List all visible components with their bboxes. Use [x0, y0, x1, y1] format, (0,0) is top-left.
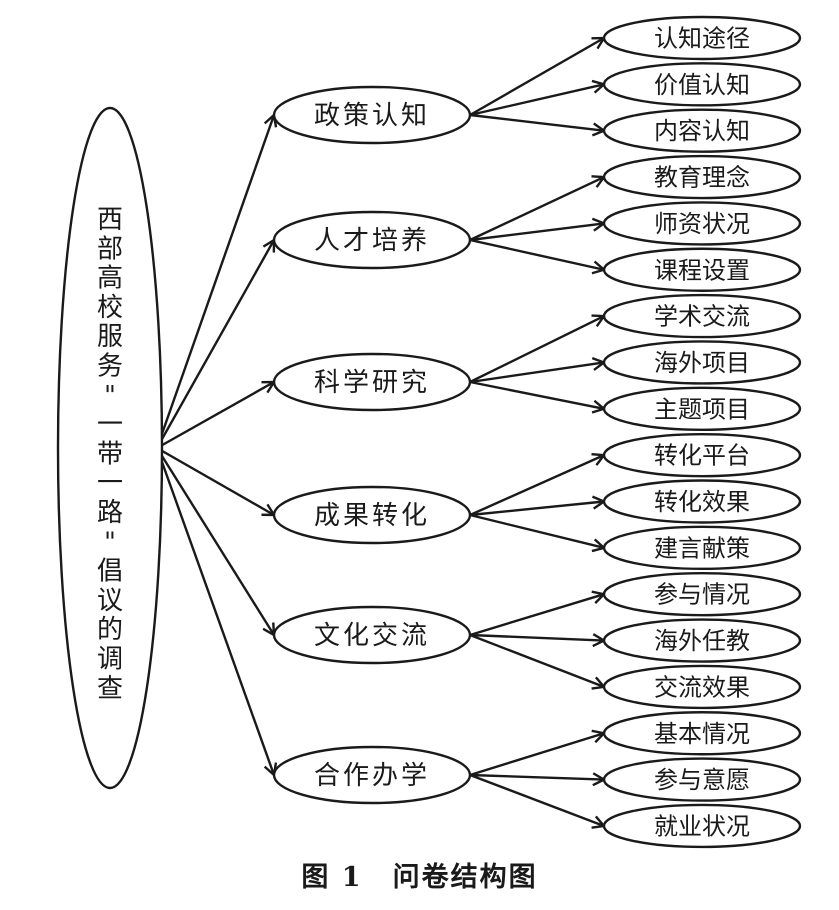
category-label: 政策认知 [314, 101, 430, 131]
root-label-char: 倡 [97, 557, 123, 587]
edge-category-to-item [469, 362, 604, 384]
edge-root-to-category [155, 240, 274, 449]
edge-category-to-item [469, 84, 604, 117]
edge-category-to-item [469, 502, 604, 517]
item-label: 参与情况 [654, 581, 750, 609]
item-node-ellipse [602, 803, 802, 849]
root-label-char: 议 [97, 586, 123, 616]
root-label-char: 一 [97, 410, 123, 440]
root-label-char: " [104, 527, 116, 557]
item-label: 基本情况 [654, 720, 750, 748]
edge-category-to-item [469, 635, 604, 641]
item-node-ellipse [602, 757, 802, 802]
item-label: 建言献策 [654, 534, 750, 562]
item-label: 参与意愿 [654, 766, 750, 794]
edge-category-to-item [469, 238, 604, 270]
category-node-ellipse [272, 352, 472, 412]
edge-category-to-item [469, 223, 604, 242]
root-node-ellipse [56, 106, 164, 790]
figure-caption: 图 1 问卷结构图 [0, 855, 839, 894]
item-node-ellipse [602, 386, 802, 431]
item-label: 转化效果 [654, 488, 750, 516]
edge-category-to-item [469, 513, 604, 548]
category-node-ellipse [272, 745, 472, 805]
root-label-char: 部 [97, 234, 123, 264]
item-node-ellipse [602, 293, 802, 339]
edge-category-to-item [469, 113, 604, 131]
edge-root-to-category [155, 447, 274, 775]
item-node-ellipse [602, 664, 802, 710]
edge-root-to-category [155, 115, 274, 449]
root-label-char: 务 [97, 352, 123, 382]
item-node-ellipse [602, 711, 802, 756]
item-node-ellipse [602, 247, 802, 292]
item-label: 内容认知 [654, 117, 750, 145]
edge-category-to-item [469, 633, 604, 687]
item-label: 课程设置 [654, 256, 750, 284]
item-node-ellipse [602, 572, 802, 617]
item-node-ellipse [602, 525, 802, 571]
edge-category-to-item [469, 455, 604, 517]
category-node-ellipse [272, 605, 472, 665]
category-node-ellipse [272, 485, 472, 545]
edge-category-to-item [469, 773, 604, 826]
item-label: 教育理念 [654, 164, 750, 192]
edge-category-to-item [469, 316, 604, 384]
category-label: 合作办学 [314, 761, 430, 791]
category-label: 人才培养 [314, 226, 430, 256]
root-label-char: 调 [97, 645, 123, 675]
item-label: 转化平台 [654, 442, 750, 470]
root-label-char: 高 [97, 264, 123, 294]
item-label: 交流效果 [654, 673, 750, 701]
edge-category-to-item [469, 594, 604, 637]
edge-root-to-category [156, 446, 274, 515]
category-node-ellipse [272, 85, 472, 145]
item-node-ellipse [602, 201, 802, 246]
item-node-ellipse [602, 618, 802, 663]
edge-category-to-item [469, 177, 604, 242]
edge-root-to-category [156, 382, 274, 450]
item-label: 师资状况 [654, 210, 750, 238]
item-node-ellipse [602, 15, 802, 61]
root-label-char: 的 [97, 615, 123, 645]
item-node-ellipse [602, 340, 802, 385]
item-label: 学术交流 [654, 303, 750, 331]
edge-category-to-item [469, 775, 604, 780]
edge-root-to-category [155, 447, 274, 635]
root-label-char: 带 [97, 439, 123, 469]
item-node-ellipse [602, 154, 802, 200]
root-label-char: " [104, 381, 116, 411]
edge-category-to-item [469, 733, 604, 777]
item-label: 主题项目 [654, 395, 750, 423]
item-label: 价值认知 [654, 71, 750, 99]
item-label: 海外任教 [654, 627, 750, 655]
item-label: 认知途径 [654, 25, 750, 53]
root-label-char: 查 [97, 674, 123, 704]
root-label-char: 校 [97, 293, 123, 323]
root-label-char: 服 [97, 322, 123, 352]
edge-category-to-item [469, 380, 604, 409]
item-node-ellipse [602, 479, 802, 524]
item-node-ellipse [602, 432, 802, 478]
item-node-ellipse [602, 62, 802, 107]
item-label: 海外项目 [654, 349, 750, 377]
category-label: 成果转化 [314, 501, 430, 531]
edge-category-to-item [469, 38, 604, 117]
figure-title: 问卷结构图 [392, 862, 538, 893]
figure-number: 图 1 [301, 862, 363, 893]
item-node-ellipse [602, 108, 802, 153]
root-label-char: 一 [97, 469, 123, 499]
category-node-ellipse [272, 210, 472, 270]
root-label-char: 路 [97, 498, 123, 528]
category-label: 科学研究 [314, 368, 430, 398]
category-label: 文化交流 [314, 621, 430, 651]
root-label-char: 西 [97, 205, 123, 235]
item-label: 就业状况 [654, 812, 750, 840]
